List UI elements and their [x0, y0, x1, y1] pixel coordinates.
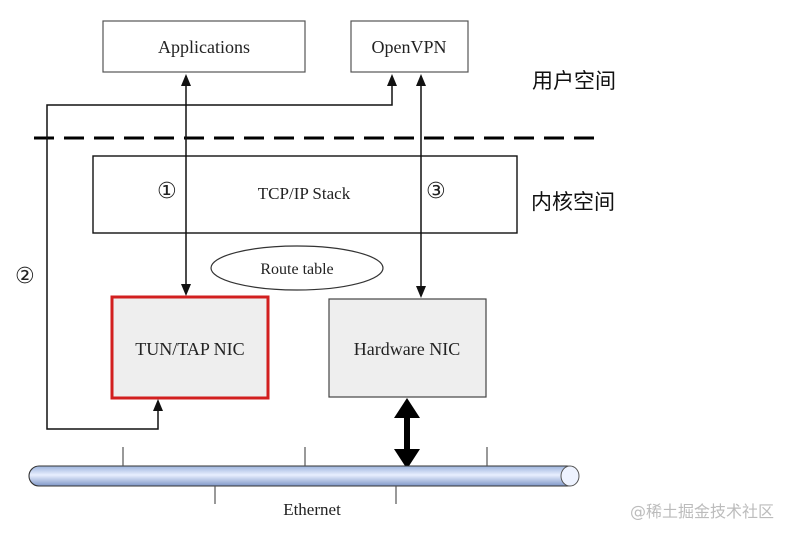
hardware-nic-label: Hardware NIC [354, 339, 460, 359]
ethernet-link-arrow-up [394, 398, 420, 418]
hardware-nic-box [328, 298, 487, 398]
openvpn-label: OpenVPN [372, 37, 447, 57]
ethernet-link-arrow-down [394, 449, 420, 469]
marker-three: ③ [426, 179, 446, 204]
ethernet-label: Ethernet [283, 500, 341, 519]
tcpip-stack-box [92, 155, 518, 234]
ethernet-cable [28, 465, 578, 487]
openvpn-hardware-arrow-head-top [416, 74, 426, 86]
app-tun-arrow-head-bottom [181, 284, 191, 296]
applications-box [102, 20, 306, 73]
openvpn-box [350, 20, 469, 73]
tuntap-nic-label: TUN/TAP NIC [135, 339, 244, 359]
openvpn-hardware-arrow-head-bottom [416, 286, 426, 298]
app-tun-arrow-head-top [181, 74, 191, 86]
openvpn-tun-arrow-head-bottom [153, 399, 163, 411]
route-table-label: Route table [260, 261, 333, 278]
tuntap-nic-box [110, 295, 270, 400]
user-space-label: 用户空间 [532, 69, 616, 93]
route-table-ellipse [210, 245, 384, 291]
marker-two: ② [15, 264, 35, 289]
marker-one: ① [157, 179, 177, 204]
applications-label: Applications [158, 37, 250, 57]
tcpip-stack-label: TCP/IP Stack [258, 184, 351, 203]
watermark-text: @稀土掘金技术社区 [630, 502, 774, 521]
kernel-space-label: 内核空间 [531, 190, 615, 214]
ethernet-cable-end [560, 465, 580, 487]
openvpn-tun-loop-path [46, 84, 393, 430]
openvpn-tun-arrow-head-top [387, 74, 397, 86]
